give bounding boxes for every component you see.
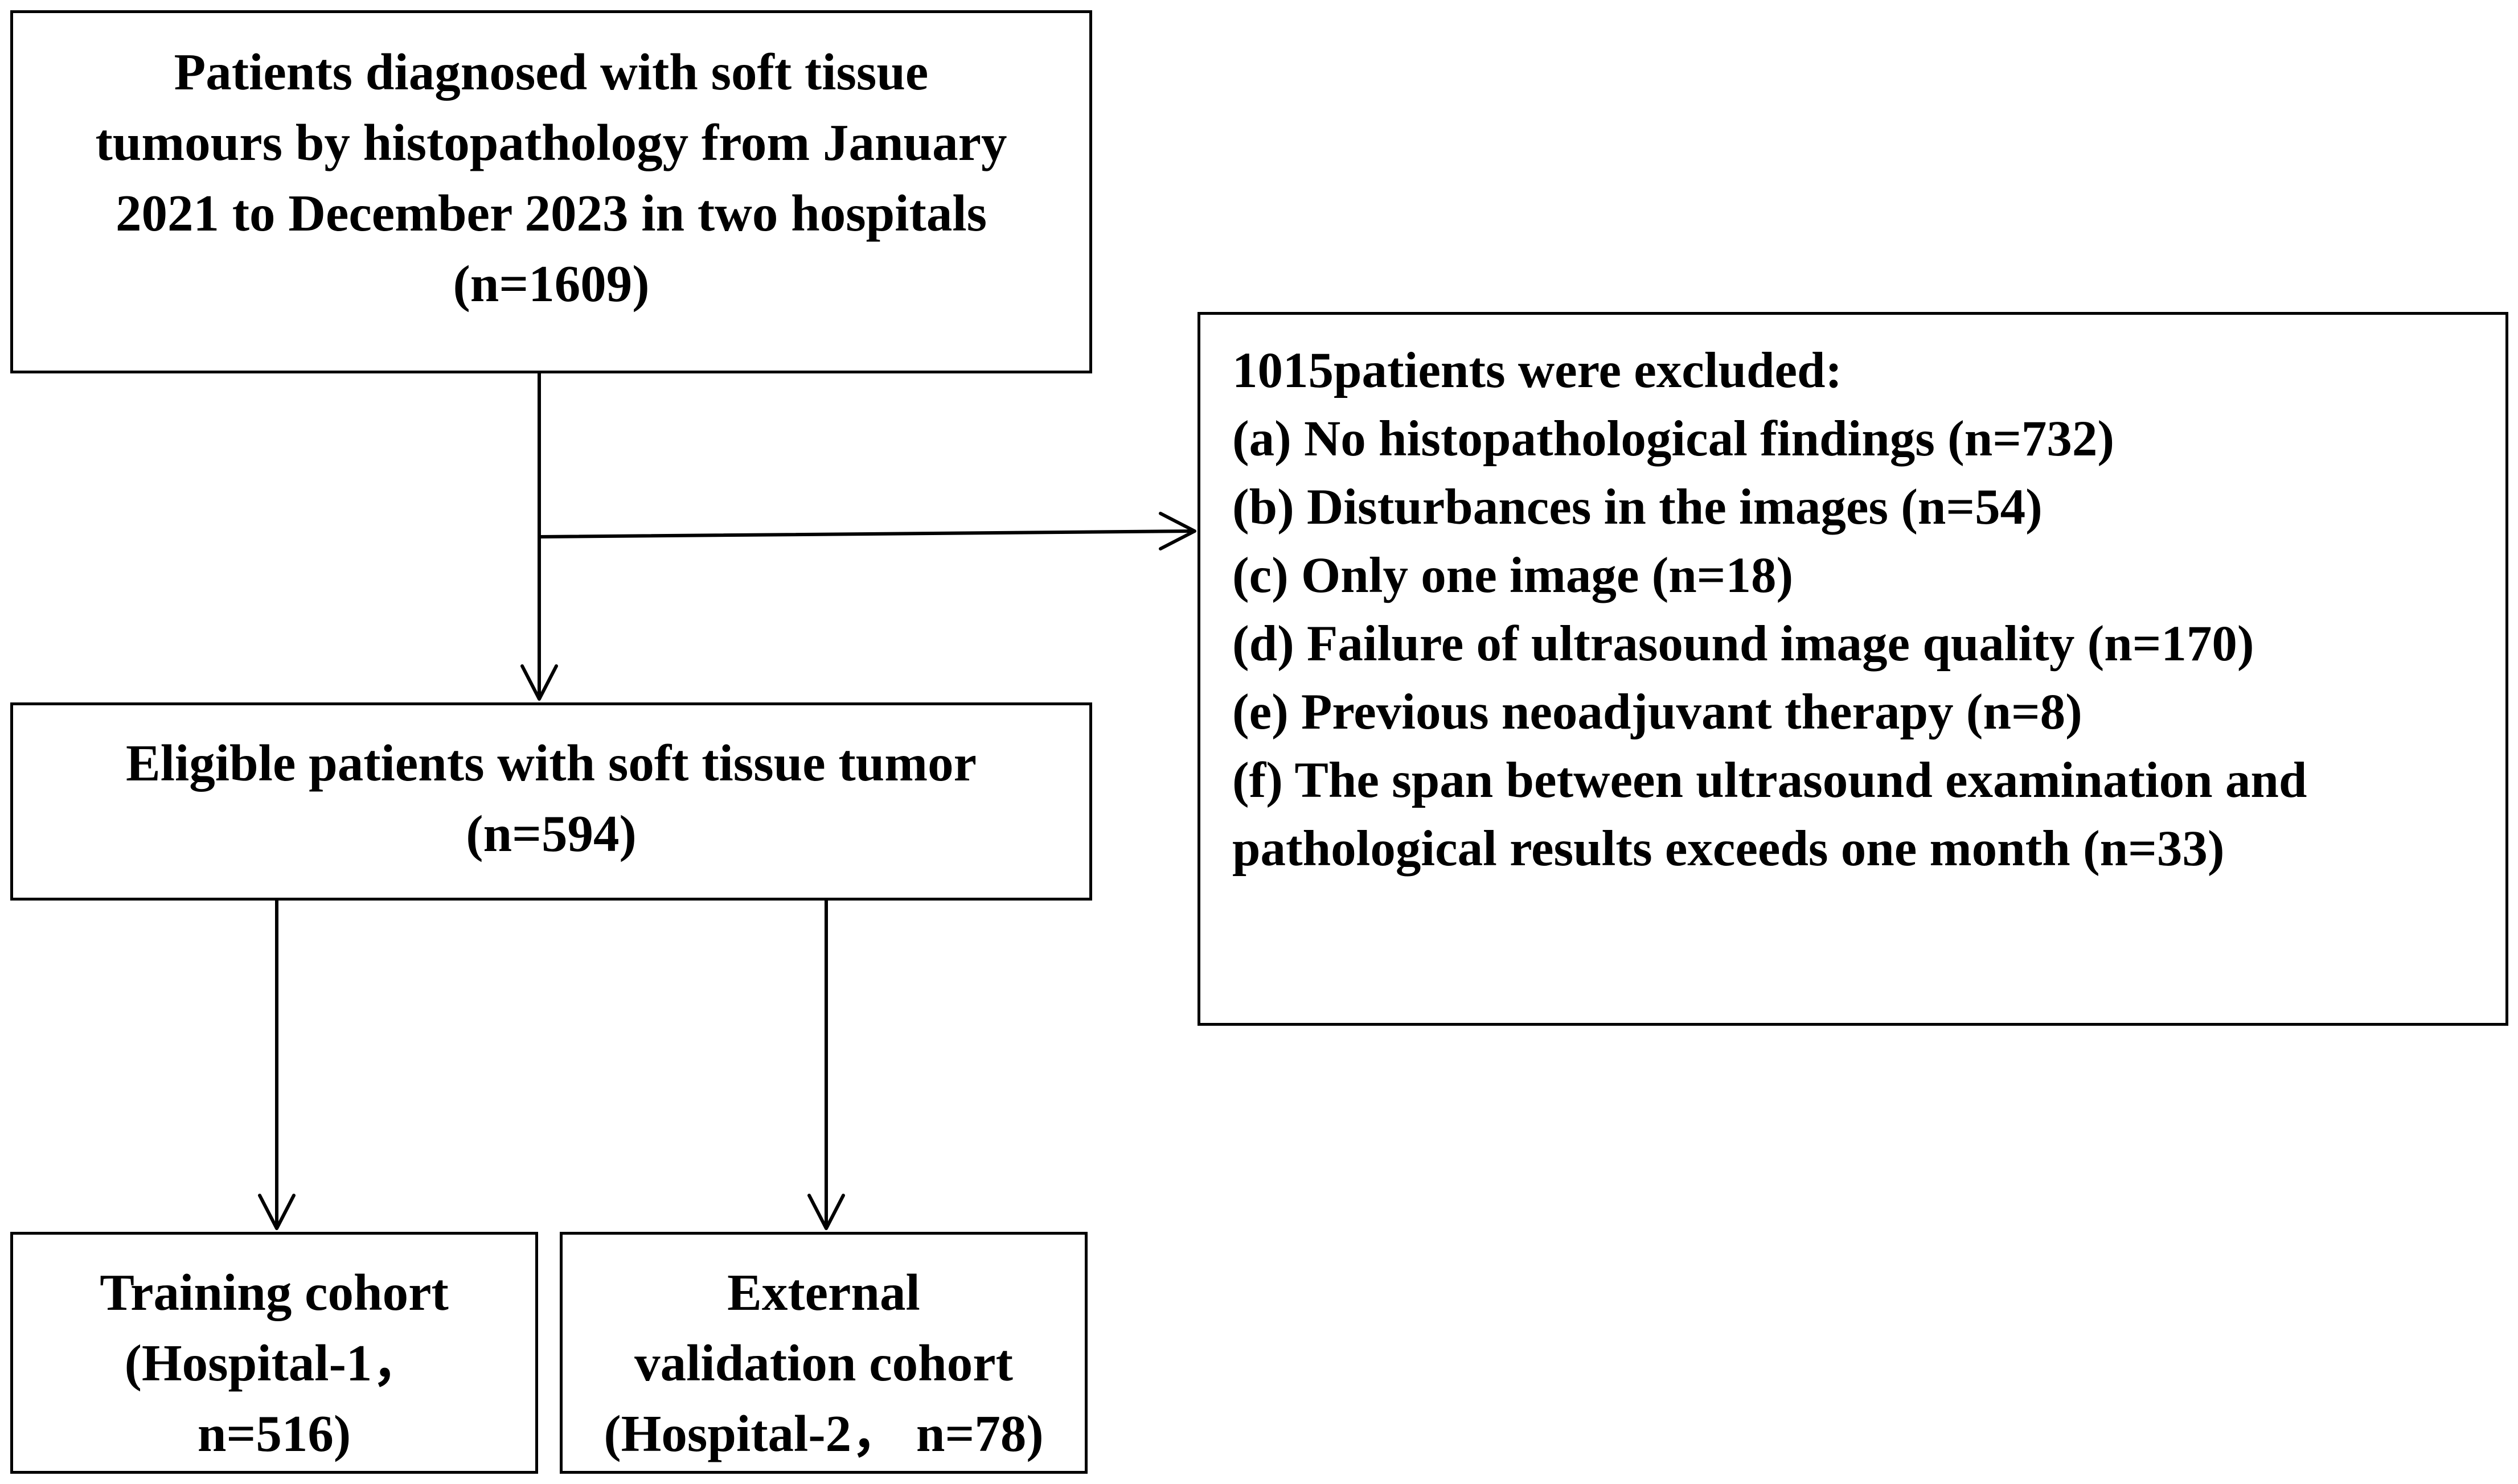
exclusion-reason-a: (a) No histopathological findings (n=732… xyxy=(1232,411,2115,467)
training-cohort-count: n=516) xyxy=(197,1405,351,1462)
patients-diagnosed-count: (n=1609) xyxy=(453,255,650,313)
validation-cohort-box: External validation cohort (Hospital-2， … xyxy=(560,1232,1088,1474)
eligible-patients-label: Eligible patients with soft tissue tumor xyxy=(126,734,977,792)
exclusion-reason-c: (c) Only one image (n=18) xyxy=(1232,548,1794,603)
excluded-heading: 1015patients were excluded: xyxy=(1232,343,1843,398)
eligible-patients-count: (n=594) xyxy=(466,805,637,862)
arrow-to-excluded-head xyxy=(1159,512,1196,550)
validation-cohort-hospital-count: (Hospital-2， n=78) xyxy=(604,1405,1044,1462)
exclusion-reason-e: (e) Previous neoadjuvant therapy (n=8) xyxy=(1232,684,2082,740)
patients-diagnosed-line-3: 2021 to December 2023 in two hospitals xyxy=(115,184,987,242)
arrow-to-training-head xyxy=(258,1194,296,1230)
training-cohort-box: Training cohort (Hospital-1， n=516) xyxy=(10,1232,538,1474)
exclusion-reason-d: (d) Failure of ultrasound image quality … xyxy=(1232,616,2254,672)
excluded-patients-box: 1015patients were excluded: (a) No histo… xyxy=(1198,312,2508,1026)
arrow-to-excluded-shaft xyxy=(538,529,1195,538)
patients-diagnosed-box: Patients diagnosed with soft tissue tumo… xyxy=(10,10,1092,373)
training-cohort-label: Training cohort xyxy=(100,1264,449,1321)
training-cohort-hospital: (Hospital-1， xyxy=(124,1334,424,1392)
exclusion-reason-f-line-1: (f) The span between ultrasound examinat… xyxy=(1232,753,2307,808)
eligible-patients-box: Eligible patients with soft tissue tumor… xyxy=(10,702,1092,901)
arrow-to-validation-head xyxy=(807,1194,845,1230)
exclusion-reason-f-line-2: pathological results exceeds one month (… xyxy=(1232,821,2225,877)
patients-diagnosed-line-1: Patients diagnosed with soft tissue xyxy=(174,43,929,101)
validation-cohort-label-1: External xyxy=(727,1264,920,1321)
patients-diagnosed-line-2: tumours by histopathology from January xyxy=(95,114,1007,171)
arrow-top-to-eligible-head xyxy=(520,664,558,701)
validation-cohort-label-2: validation cohort xyxy=(634,1334,1013,1392)
exclusion-reason-b: (b) Disturbances in the images (n=54) xyxy=(1232,479,2043,535)
